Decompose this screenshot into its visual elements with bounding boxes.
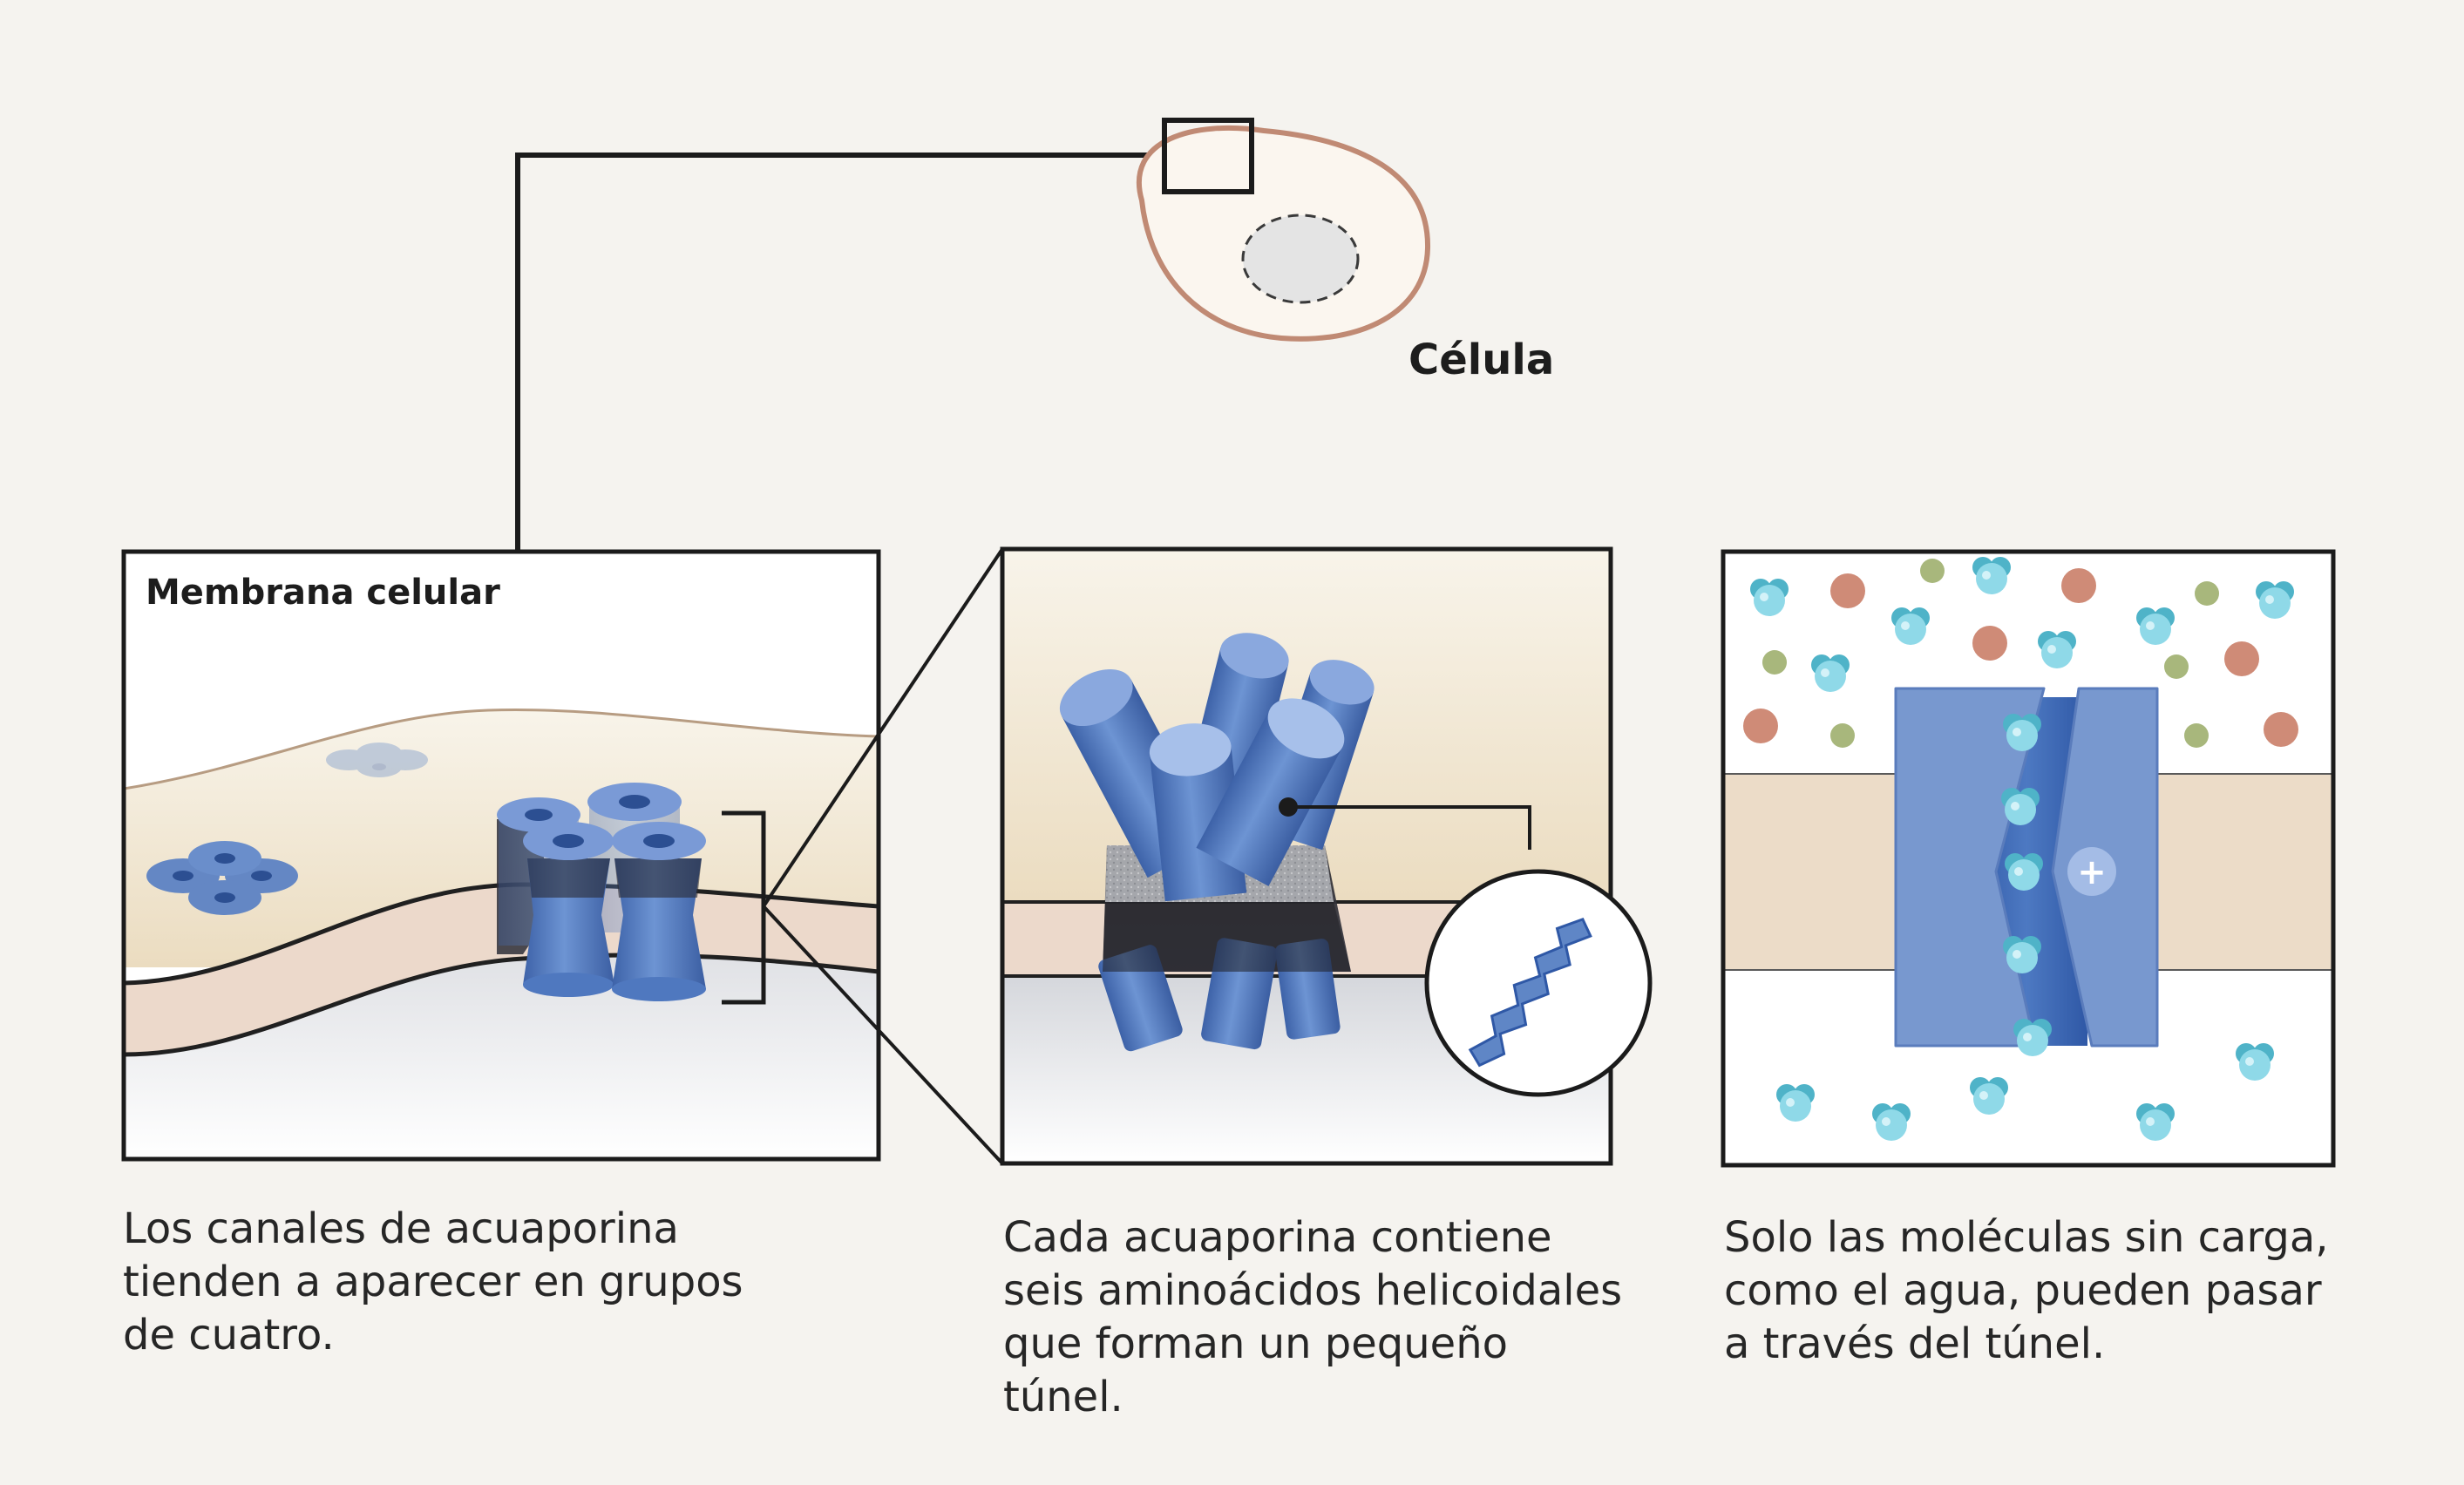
cell-nucleus [1241,214,1360,304]
zoom-box [1162,118,1254,194]
helix-callout [1279,797,1531,850]
charged-ions [1743,559,2298,748]
aquaporin-cluster-far [326,742,428,777]
caption-line: que forman un pequeño [1003,1319,1508,1368]
helix-zoom-circle [1424,869,1653,1097]
connector-line [515,153,1164,552]
caption-line: como el agua, pueden pasar [1724,1266,2322,1315]
zoom-lines [762,547,1004,1165]
aquaporin-cluster-main [497,783,706,1001]
caption-channel: Solo las moléculas sin carga, como el ag… [1724,1211,2329,1371]
positive-charge-icon [2067,847,2116,896]
alpha-helix-icon [1468,917,1592,1068]
aquaporin-channel: + [1894,687,2159,1048]
caption-membrane: Los canales de acuaporina tienden a apar… [123,1203,743,1362]
caption-line: seis aminoácidos helicoidales [1003,1266,1623,1315]
caption-line: tienden a aparecer en grupos [123,1258,743,1306]
caption-line: Los canales de acuaporina [123,1204,679,1253]
panel-channel: + [1721,549,2336,1168]
charge-symbol: + [2077,852,2107,892]
caption-line: de cuatro. [123,1311,335,1360]
caption-line: túnel. [1003,1373,1123,1421]
panel-membrane [121,549,881,1162]
cell-illustration [1136,118,1431,342]
aquaporin-cluster-left [146,841,298,915]
caption-line: a través del túnel. [1724,1319,2106,1368]
caption-aquaporin: Cada acuaporina contiene seis aminoácido… [1003,1211,1622,1424]
cell-label: Célula [1408,336,1555,384]
panel-membrane-title: Membrana celular [146,573,500,613]
caption-line: Solo las moléculas sin carga, [1724,1213,2329,1262]
caption-line: Cada acuaporina contiene [1003,1213,1552,1262]
